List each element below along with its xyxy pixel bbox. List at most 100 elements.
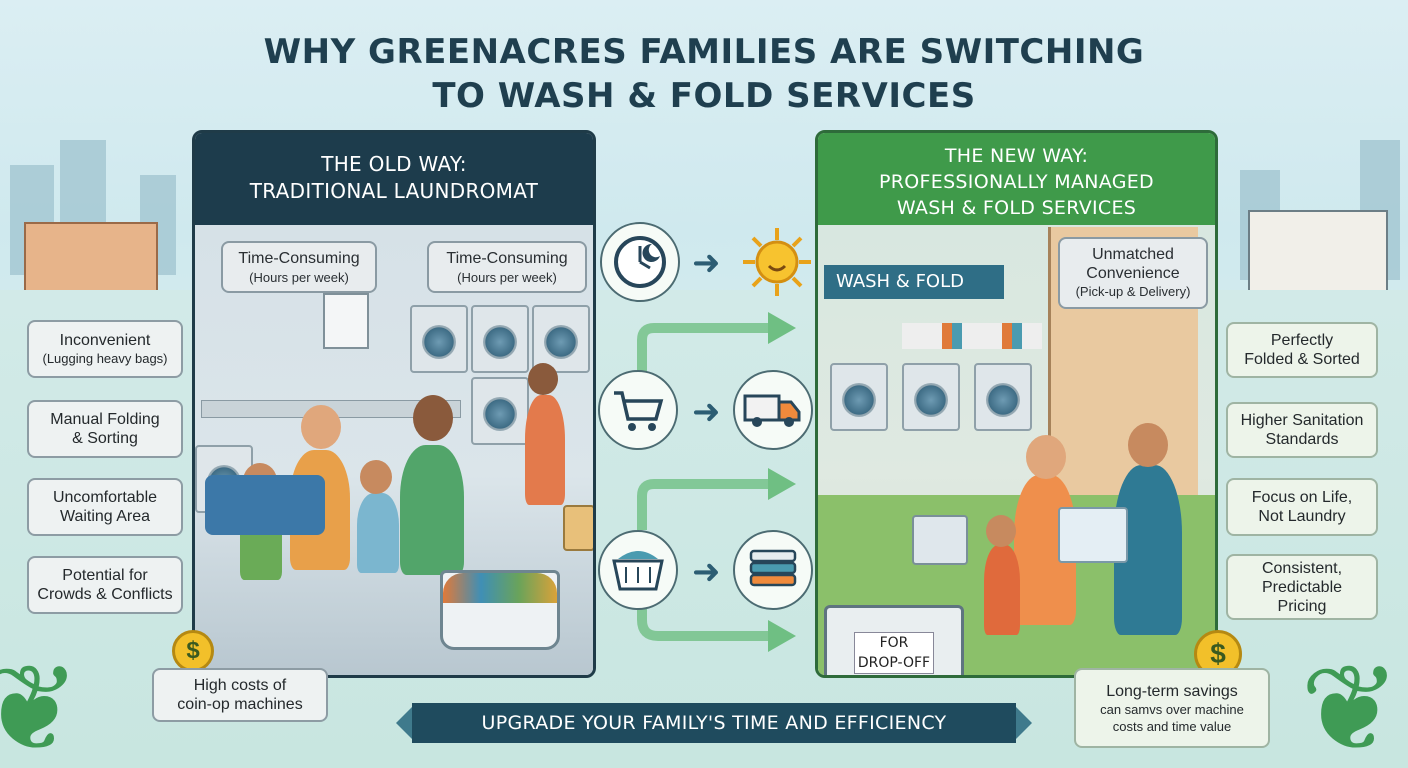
tag-main-2: Waiting Area [59, 508, 151, 525]
boy-head [986, 515, 1016, 547]
tag-manual-folding: Manual Folding & Sorting [27, 400, 183, 458]
wash-fold-sign: WASH & FOLD [824, 265, 1004, 299]
laundry-bag [912, 515, 968, 565]
tag-main: Manual Folding [50, 411, 160, 428]
bubble-2-main: Time-Consuming [446, 250, 568, 267]
tag-focus-on-life: Focus on Life, Not Laundry [1226, 478, 1378, 536]
folded-clothes-icon [733, 530, 813, 610]
boy-figure [984, 545, 1020, 635]
arrow-right-icon: ➜ [692, 243, 721, 283]
driver-head [1128, 423, 1168, 467]
tag-inconvenient: Inconvenient (Lugging heavy bags) [27, 320, 183, 378]
washing-machine [471, 305, 529, 373]
new-way-panel: THE NEW WAY: PROFESSIONALLY MANAGED WASH… [815, 130, 1218, 678]
time-consuming-bubble-2: Time-Consuming (Hours per week) [427, 241, 587, 293]
shopping-cart-icon [598, 370, 678, 450]
tag-main: High costs of [193, 677, 287, 694]
tag-main-2: & Sorting [72, 430, 138, 447]
tag-perfectly-folded: Perfectly Folded & Sorted [1226, 322, 1378, 378]
tag-main: Higher Sanitation [1240, 412, 1364, 429]
tag-high-costs: High costs of coin-op machines [152, 668, 328, 722]
convenience-sub: (Pick-up & Delivery) [1075, 284, 1191, 299]
tag-main: Potential for [62, 567, 148, 584]
folded-laundry-shelf [902, 323, 1042, 349]
washing-machine [471, 377, 529, 445]
arrow-right-icon: ➜ [692, 392, 721, 432]
bubble-1-sub: (Hours per week) [249, 270, 349, 285]
tag-main-2: Folded & Sorted [1244, 351, 1360, 368]
tag-main-3: Pricing [1277, 597, 1327, 615]
palm-leaf-decoration: ❦ [1300, 642, 1401, 768]
washing-machine [974, 363, 1032, 431]
washing-machine [410, 305, 468, 373]
wash-fold-package [1058, 507, 1128, 563]
bubble-2-sub: (Hours per week) [457, 270, 557, 285]
woman-at-washer-figure [525, 395, 565, 505]
woman-head [528, 363, 558, 395]
old-way-panel: THE OLD WAY: TRADITIONAL LAUNDROMAT Time… [192, 130, 596, 678]
new-way-heading-line-3: WASH & FOLD SERVICES [896, 197, 1137, 219]
old-way-heading-line-1: THE OLD WAY: [321, 152, 467, 176]
sun-icon [737, 222, 817, 302]
laundromat-scene [195, 225, 593, 675]
convenience-line-2: Convenience [1086, 265, 1180, 282]
bin-label-line-1: FOR [879, 635, 909, 651]
father-head [413, 395, 453, 441]
old-way-header: THE OLD WAY: TRADITIONAL LAUNDROMAT [195, 133, 593, 225]
right-house [1248, 210, 1388, 294]
tag-crowds-conflicts: Potential for Crowds & Conflicts [27, 556, 183, 614]
new-way-heading-line-2: PROFESSIONALLY MANAGED [879, 171, 1154, 193]
delivery-truck-icon [733, 370, 813, 450]
mother-head [1026, 435, 1066, 479]
dollar-coin-icon: $ [172, 630, 214, 672]
drop-off-bin: FOR DROP-OFF [824, 605, 964, 675]
notice-board [323, 293, 369, 349]
clock-moon-icon [600, 222, 680, 302]
tag-sub: (Lugging heavy bags) [42, 351, 168, 366]
new-way-header: THE NEW WAY: PROFESSIONALLY MANAGED WASH… [818, 133, 1215, 225]
tag-sub-1: can samvs over machine [1100, 701, 1244, 717]
tag-main: Perfectly [1270, 332, 1334, 349]
tag-main: Long-term savings [1106, 682, 1238, 700]
tag-main-2: Predictable [1261, 578, 1343, 596]
bin-label-line-2: DROP-OFF [857, 655, 931, 671]
old-way-heading-line-2: TRADITIONAL LAUNDROMAT [249, 179, 539, 203]
tag-main-2: coin-op machines [177, 696, 303, 713]
tag-main: Uncomfortable [52, 489, 158, 506]
bin-label: FOR DROP-OFF [854, 632, 934, 674]
tag-uncomfortable-waiting: Uncomfortable Waiting Area [27, 478, 183, 536]
washing-machine [532, 305, 590, 373]
title-line-2: TO WASH & FOLD SERVICES [432, 76, 976, 116]
washing-machine [902, 363, 960, 431]
tag-sub-2: costs and time value [1112, 718, 1232, 734]
time-consuming-bubble-1: Time-Consuming (Hours per week) [221, 241, 377, 293]
laundry-basket-icon [598, 530, 678, 610]
convenience-line-1: Unmatched [1092, 246, 1174, 263]
flow-arrows [637, 312, 796, 652]
tag-long-term-savings: Long-term savings can samvs over machine… [1074, 668, 1270, 748]
tag-main: Inconvenient [59, 332, 151, 349]
waiting-chairs [205, 475, 325, 535]
child-head [360, 460, 392, 494]
tag-higher-sanitation: Higher Sanitation Standards [1226, 402, 1378, 458]
tag-predictable-pricing: Consistent, Predictable Pricing [1226, 554, 1378, 620]
arrow-right-icon: ➜ [692, 552, 721, 592]
title-line-1: WHY GREENACRES FAMILIES ARE SWITCHING [263, 32, 1145, 72]
page-title: WHY GREENACRES FAMILIES ARE SWITCHING TO… [0, 30, 1408, 118]
tired-father-figure [400, 445, 464, 575]
overflowing-laundry-basket [440, 570, 560, 650]
tag-main-2: Crowds & Conflicts [37, 586, 173, 603]
new-way-heading-line-1: THE NEW WAY: [944, 145, 1089, 167]
palm-leaf-decoration: ❦ [0, 642, 81, 768]
mother-head [301, 405, 341, 449]
washing-machine [830, 363, 888, 431]
convenience-bubble: Unmatched Convenience (Pick-up & Deliver… [1058, 237, 1208, 309]
tag-main-2: Standards [1265, 431, 1339, 448]
child-figure [357, 493, 399, 573]
left-house [24, 222, 158, 294]
tag-main: Consistent, [1261, 559, 1343, 577]
bubble-1-main: Time-Consuming [238, 250, 360, 267]
small-basket [563, 505, 593, 551]
tag-main: Focus on Life, [1251, 489, 1353, 506]
cta-banner: UPGRADE YOUR FAMILY'S TIME AND EFFICIENC… [396, 703, 1032, 743]
